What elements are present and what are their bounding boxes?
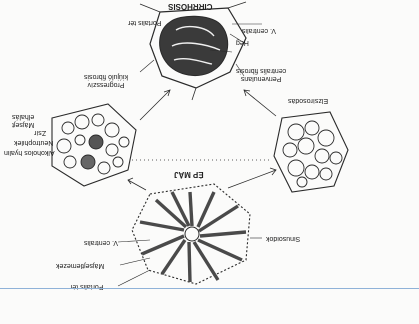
label-progressziv-fibrosis: Progresszív kiújuló fibrosis — [84, 72, 128, 88]
label-elzsirosodas: Elzsírosodás — [288, 96, 328, 104]
fatty-liver-panel — [274, 112, 348, 192]
label-cirrhosis: CIRRHOSIS — [168, 2, 212, 10]
label-majsejt-elhalas: Májsejt elhalás — [12, 112, 34, 128]
label-heg: Heg — [236, 38, 249, 46]
alcoholic-hepatitis-panel — [52, 104, 136, 186]
label-zsir: Zsír — [34, 128, 46, 136]
cirrhosis-panel — [140, 2, 246, 100]
label-majsejtlemezek: Májsejtlemezek — [56, 261, 104, 269]
label-sinusoidok: Sinusoidok — [266, 234, 300, 242]
label-portalis-ter-top: Portalis tér — [128, 18, 161, 26]
label-v-centralis-top: V. centralis — [242, 26, 276, 34]
label-neutrophilek: Neutrophilek — [14, 138, 53, 146]
label-ep-maj: ÉP MÁJ — [174, 170, 204, 178]
label-perivenularis-fibrosis: Perivenularis centralis fibrosis — [236, 66, 286, 82]
normal-liver-panel — [132, 184, 250, 284]
label-alkoholos-hyalin: Alkoholos hyalin — [4, 148, 55, 156]
page-divider — [0, 288, 419, 289]
label-v-centralis-bottom: V. centralis — [84, 238, 118, 246]
